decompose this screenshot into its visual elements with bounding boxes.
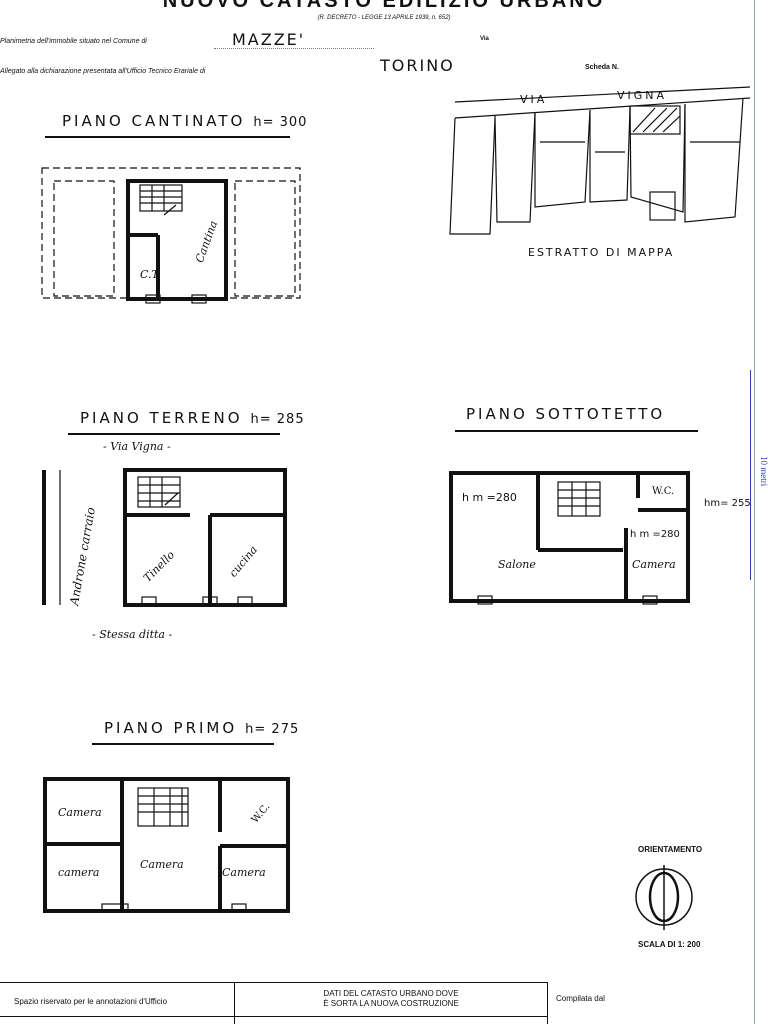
page-edge-line <box>754 0 755 1024</box>
orientation-label: ORIENTAMENTO <box>638 845 703 854</box>
plan-cantinato-drawing <box>41 167 301 304</box>
comune-value: MAZZE' <box>232 30 306 49</box>
footer-bottom-rule <box>0 1016 548 1017</box>
footer-divider-1 <box>234 982 235 1024</box>
plan-cantinato-title: PIANO CANTINATO h= 300 <box>62 112 307 130</box>
plan-terreno-drawing <box>42 468 287 607</box>
room-camera-4-label: Camera <box>222 866 266 879</box>
map-extract-drawing <box>449 86 751 235</box>
plan-primo-underline <box>92 743 274 745</box>
scale-bar-label: 10 metri <box>759 456 768 487</box>
ufficio-value: TORINO <box>380 56 455 75</box>
map-street-vigna: VIGNA <box>617 89 668 102</box>
plan-terreno-name: PIANO TERRENO <box>80 409 243 427</box>
footer-top-rule <box>0 982 548 983</box>
room-camera-3-label: Camera <box>140 858 184 871</box>
room-wc-sottotetto-label: W.C. <box>652 486 675 497</box>
footer-compiled: Compilata dal <box>556 994 605 1003</box>
plan-primo-title: PIANO PRIMO h= 275 <box>104 719 299 737</box>
plan-terreno-underline <box>68 433 280 435</box>
via-label: Via <box>480 36 489 42</box>
scale-bar <box>750 370 751 580</box>
comune-label: Planimetria dell'immobile situato nel Co… <box>0 38 147 45</box>
room-camera-sottotetto-label: Camera <box>632 558 676 571</box>
plan-terreno-title: PIANO TERRENO h= 285 <box>80 409 305 427</box>
room-camera-2-label: camera <box>58 866 100 879</box>
plan-cantinato-underline <box>45 136 290 138</box>
plan-sottotetto-underline <box>455 430 698 432</box>
plan-cantinato-name: PIANO CANTINATO <box>62 112 246 130</box>
map-street-via: VIA <box>520 93 548 106</box>
decree-reference: (R. DECRETO - LEGGE 13 APRILE 1939, n. 6… <box>317 15 451 21</box>
scheda-label: Scheda N. <box>585 64 619 71</box>
plan-primo-name: PIANO PRIMO <box>104 719 238 737</box>
footer-divider-2 <box>547 982 548 1024</box>
plan-sottotetto-drawing <box>449 471 690 605</box>
footer-catasto-line1: DATI DEL CATASTO URBANO DOVE <box>323 989 459 998</box>
plan-primo-drawing <box>43 777 290 913</box>
sottotetto-height-camera: h m =280 <box>630 529 680 540</box>
compass-icon <box>635 865 693 930</box>
room-ct-label: C.T. <box>140 268 161 281</box>
room-salone-label: Salone <box>498 558 536 571</box>
plan-sottotetto-title: PIANO SOTTOTETTO <box>466 405 666 423</box>
footer-catasto-line2: È SORTA LA NUOVA COSTRUZIONE <box>323 999 459 1008</box>
room-camera-1-label: Camera <box>58 806 102 819</box>
terreno-bottom-label: - Stessa ditta - <box>92 628 173 641</box>
plan-cantinato-height: h= 300 <box>253 115 308 130</box>
sottotetto-height-salone: h m =280 <box>462 491 517 504</box>
plan-primo-height: h= 275 <box>245 722 300 737</box>
footer-reserved: Spazio riservato per le annotazioni d'Uf… <box>14 997 168 1006</box>
scale-ratio: SCALA DI 1: 200 <box>638 940 701 949</box>
terreno-street-label: - Via Vigna - <box>103 440 171 453</box>
ufficio-label: Allegato alla dichiarazione presentata a… <box>0 68 206 75</box>
sottotetto-height-wc: hm= 255 <box>704 498 751 509</box>
document-title: NUOVO CATASTO EDILIZIO URBANO <box>162 0 606 12</box>
plan-terreno-height: h= 285 <box>250 412 305 427</box>
map-caption: ESTRATTO DI MAPPA <box>528 246 675 259</box>
comune-dotted-line <box>214 48 374 49</box>
